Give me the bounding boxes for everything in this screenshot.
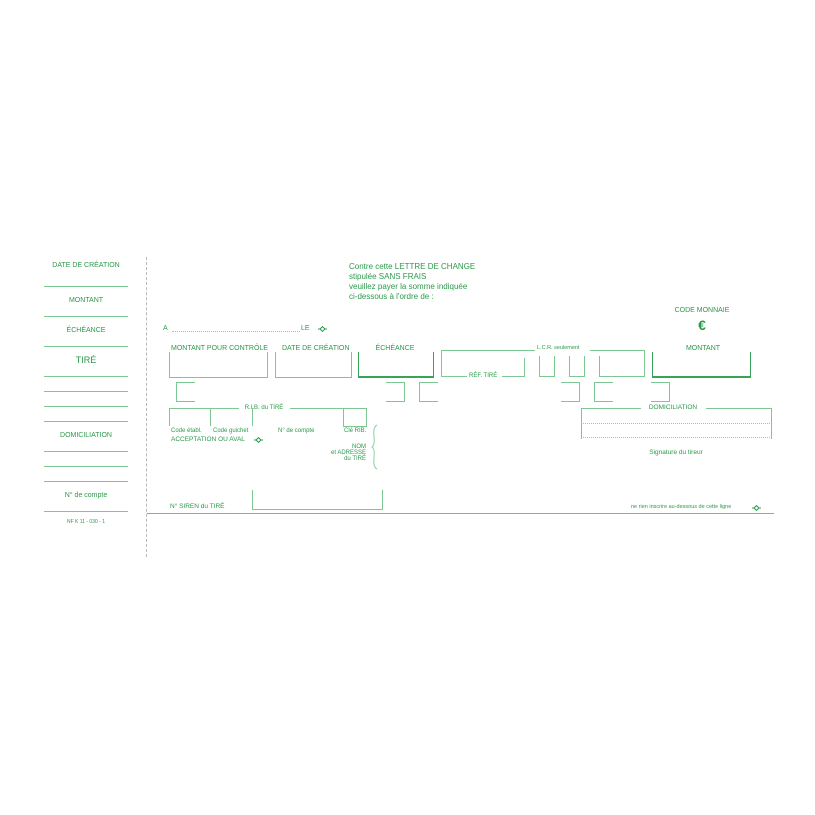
stub-line [44, 481, 128, 482]
montant-controle-label: MONTANT POUR CONTRÔLE [171, 345, 268, 352]
stub-date-creation-label: DATE DE CRÉATION [52, 262, 120, 269]
no-compte-label: N° de compte [278, 428, 315, 434]
stub-domiciliation-label: DOMICILIATION [60, 432, 112, 439]
et-adresse-label: et ADRESSE [330, 450, 366, 456]
place-dotted-line[interactable] [172, 331, 300, 332]
code-etabl-label: Code établ. [171, 428, 202, 434]
stub-line [44, 451, 128, 452]
domiciliation-title: DOMICILIATION [648, 404, 698, 411]
stub-echeance-label: ÉCHÉANCE [66, 327, 106, 334]
rib-title: R.I.B. du TIRÉ [244, 405, 284, 411]
date-le-label: LE [301, 325, 310, 332]
stub-line [44, 376, 128, 377]
siren-label: N° SIREN du TIRÉ [170, 503, 225, 510]
lozenge-marker-icon [254, 437, 263, 443]
header-line-2: stipulée SANS FRAIS [349, 272, 427, 281]
montant-label: MONTANT [685, 345, 721, 352]
stub-no-compte-label: N° de compte [64, 492, 108, 499]
domiciliation-dotted-line-2[interactable] [583, 437, 770, 438]
cle-rib-label: Clé RIB. [344, 428, 367, 434]
currency-code-label: CODE MONNAIE [674, 307, 730, 314]
lozenge-marker-icon [318, 326, 327, 332]
bottom-rule [147, 513, 774, 514]
ref-tire-label: RÉF. TIRÉ [469, 373, 498, 379]
stub-line [44, 316, 128, 317]
euro-icon: € [698, 317, 706, 333]
header-line-4: ci-dessous à l'ordre de : [349, 292, 434, 301]
footer-note: ne rien inscrire au-dessous de cette lig… [631, 504, 732, 510]
domiciliation-dotted-line-1[interactable] [583, 423, 770, 424]
code-guichet-label: Code guichet [213, 428, 249, 434]
place-a-label: A [163, 325, 168, 332]
stub-line [44, 421, 128, 422]
header-line-1: Contre cette LETTRE DE CHANGE [349, 262, 476, 271]
stub-line [44, 286, 128, 287]
nom-label: NOM [352, 444, 366, 450]
echeance-label: ÉCHÉANCE [375, 345, 415, 352]
stub-montant-label: MONTANT [68, 297, 104, 304]
stub-line [44, 391, 128, 392]
stub-line [44, 511, 128, 512]
header-line-3: veuillez payer la somme indiquée [349, 282, 468, 291]
stub-tire-label: TIRÉ [75, 355, 97, 365]
du-tire-label: du TIRÉ [344, 456, 366, 462]
date-creation-label: DATE DE CRÉATION [282, 345, 350, 352]
stub-norm-ref: NF K 11 - 030 - 1 [67, 519, 105, 525]
stub-line [44, 346, 128, 347]
lozenge-marker-icon [752, 505, 761, 511]
signature-tireur-label: Signature du tireur [649, 449, 703, 456]
lcr-only-label: L.C.R. seulement [537, 345, 580, 351]
stub-line [44, 406, 128, 407]
acceptation-aval-label: ACCEPTATION OU AVAL [171, 436, 245, 443]
curly-brace-icon [371, 424, 378, 470]
stub-line [44, 466, 128, 467]
perforation-line [146, 257, 147, 557]
